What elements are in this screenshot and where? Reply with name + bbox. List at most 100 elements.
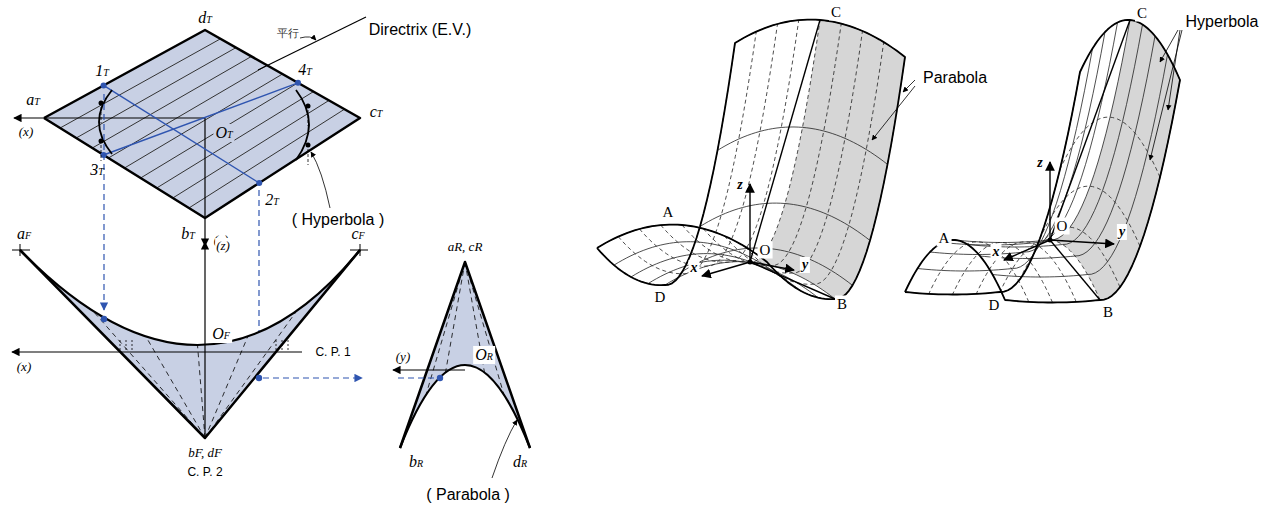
- point-label: A: [937, 230, 952, 247]
- axis-label: x: [689, 260, 700, 276]
- point-dot: [748, 260, 753, 265]
- annotation: Directrix (E.V.): [369, 21, 472, 39]
- ruling-line: [141, 83, 298, 178]
- projection-line: [263, 377, 362, 378]
- point-dot: [295, 80, 301, 86]
- point-label: B: [835, 296, 849, 313]
- point-dot: [99, 139, 104, 144]
- corner-mark: [20, 244, 21, 256]
- ruling-line: [205, 311, 297, 438]
- edge-line: [1050, 240, 1100, 300]
- right-view-surface: [400, 262, 530, 448]
- top-view-outline: [44, 30, 360, 218]
- leader-line: [903, 80, 915, 92]
- parabola-curve: [20, 250, 360, 345]
- surface-line: [955, 20, 1130, 243]
- projection-tick: [308, 110, 309, 126]
- surface-outline: [905, 20, 1180, 303]
- leader-line: [1168, 30, 1180, 110]
- projection-tick: [101, 107, 102, 123]
- point-label: D: [987, 297, 1002, 314]
- leader-line: [300, 37, 316, 40]
- leader-line: [1150, 30, 1182, 160]
- edge-line: [1050, 20, 1130, 240]
- point-dot: [437, 375, 443, 381]
- surface-outline: [597, 20, 905, 300]
- z-axis: [1049, 162, 1050, 240]
- projection-tick: [126, 340, 127, 350]
- point-dot: [99, 101, 104, 106]
- point-dot: [101, 316, 107, 322]
- axis-label: y: [1117, 224, 1127, 240]
- point-label: 1T: [95, 62, 109, 80]
- projection-line: [103, 94, 104, 310]
- corner-mark: [12, 250, 30, 251]
- axis-label: y: [800, 257, 810, 273]
- axis-label: z: [1035, 155, 1044, 171]
- point-dot: [306, 143, 311, 148]
- projection-tick: [282, 340, 283, 350]
- y-axis: [750, 262, 794, 270]
- surface-line: [618, 32, 756, 274]
- projection-tick: [132, 340, 133, 350]
- projection-tick: [101, 145, 102, 161]
- surface-line: [1040, 186, 1140, 246]
- point-label: C: [1135, 5, 1149, 22]
- ruling-line: [60, 39, 220, 128]
- projection-line: [398, 377, 436, 378]
- surface-line: [718, 127, 888, 164]
- ruling-line: [92, 56, 251, 148]
- axis-label: (z): [215, 238, 231, 254]
- section-line: [104, 85, 260, 183]
- surface-line: [700, 203, 870, 240]
- axis-label: z: [735, 177, 744, 193]
- vertex-label: aT: [26, 91, 40, 109]
- ruling-line: [93, 311, 205, 438]
- projection-tick: [288, 340, 289, 350]
- plane-label: C. P. 2: [185, 465, 224, 479]
- surface-line: [1060, 117, 1160, 177]
- z-axis: [204, 242, 205, 438]
- surface-line: [725, 31, 863, 273]
- vertex-label: dR: [513, 453, 527, 471]
- surface-line: [682, 20, 820, 262]
- surface-line: [905, 72, 1080, 295]
- point-dot: [306, 104, 311, 109]
- directrix-line: [258, 17, 366, 70]
- section-line: [104, 83, 298, 155]
- edge-line: [750, 262, 835, 299]
- point-label: A: [661, 204, 676, 221]
- point-dot: [101, 82, 107, 88]
- top-view-surface: [44, 30, 360, 218]
- z-axis: [749, 184, 750, 262]
- vertex-label: bT: [181, 225, 195, 243]
- axis-label: (y): [395, 349, 411, 365]
- surface-line: [1005, 80, 1180, 303]
- surface-line: [980, 36, 1155, 259]
- corner-mark: [360, 244, 361, 256]
- point-dot: [1048, 238, 1053, 243]
- ruling-line: [189, 109, 345, 208]
- front-view-surface: [20, 250, 360, 438]
- point-dot: [256, 375, 262, 381]
- annotation: 平行: [277, 26, 299, 41]
- plane-label: C. P. 1: [313, 345, 352, 359]
- curve-label: ( Parabola ): [426, 486, 510, 504]
- ruling-line: [125, 74, 283, 168]
- ruling-line: [76, 48, 236, 138]
- surface-line: [746, 42, 884, 284]
- x-axis: [14, 117, 205, 118]
- vertex-label: bF, dF: [186, 445, 224, 461]
- point-label: D: [653, 289, 668, 306]
- leader-line: [311, 152, 330, 208]
- axis-label: x: [991, 244, 1002, 260]
- ruling-line: [173, 100, 329, 198]
- ruling-line: [198, 345, 206, 438]
- origin-label: OF: [210, 325, 232, 343]
- surface-line: [648, 260, 818, 297]
- point-label: 3T: [90, 161, 104, 179]
- projection-tick: [308, 149, 309, 165]
- front-view-outline: [20, 250, 360, 438]
